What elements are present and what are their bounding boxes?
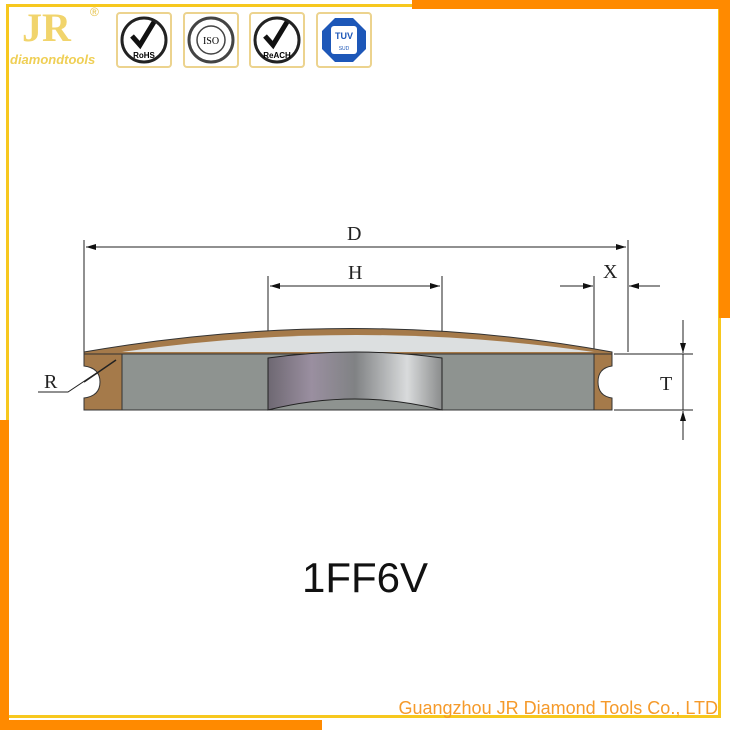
tuv-sub-label: SUD (339, 46, 350, 52)
frame-accent-right (719, 0, 730, 318)
reach-badge: ReACH (249, 12, 305, 68)
frame-accent-top (412, 0, 730, 9)
frame-border (6, 4, 721, 718)
brand-logo-subtext: diamondtools (10, 52, 96, 67)
company-name: Guangzhou JR Diamond Tools Co., LTD (398, 698, 719, 718)
label-h: H (348, 262, 362, 284)
label-t: T (660, 373, 672, 395)
registered-mark: ® (90, 5, 99, 19)
right-bond-layer (593, 353, 613, 411)
rohs-label: RoHS (133, 51, 155, 60)
frame-accent-left (0, 420, 9, 730)
product-model: 1FF6V (301, 554, 429, 601)
iso-label: ISO (203, 36, 219, 47)
rohs-badge: RoHS (116, 12, 172, 68)
label-x: X (603, 261, 618, 283)
wheel-hub-bore (267, 351, 443, 411)
tuv-badge: TUV SUD (316, 12, 372, 68)
brand-logo: JR (22, 5, 71, 50)
tuv-label: TUV (335, 31, 353, 41)
left-bond-layer (83, 353, 123, 411)
label-r: R (44, 371, 58, 393)
frame-accent-bottom (0, 720, 322, 730)
reach-label: ReACH (263, 51, 291, 60)
label-d: D (347, 223, 361, 245)
iso-badge: ISO (183, 12, 239, 68)
